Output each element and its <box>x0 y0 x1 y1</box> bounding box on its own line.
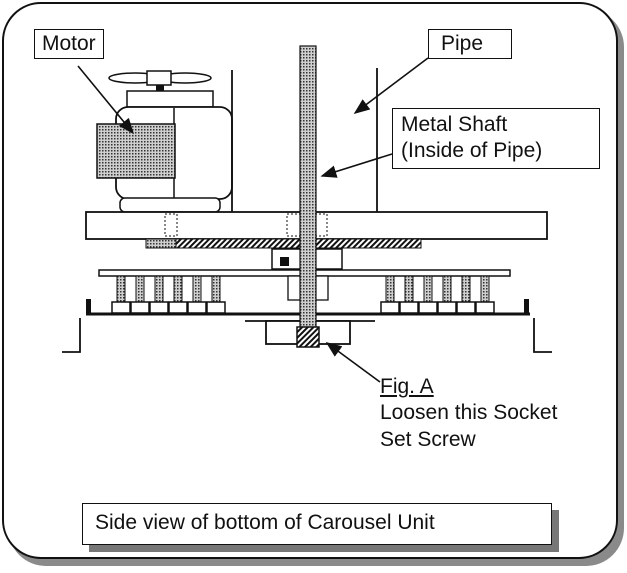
motor-shaft-hidden <box>164 213 178 237</box>
holder-cup <box>418 301 438 314</box>
set-screw-arrow <box>325 342 381 383</box>
pipe-arrow <box>353 57 429 114</box>
fig-a-title: Fig. A <box>380 375 434 398</box>
fan-hub <box>146 70 172 86</box>
holder-cup <box>111 301 131 314</box>
hub-key <box>280 257 289 266</box>
holder-post <box>385 275 395 303</box>
fig-a-line1: Loosen this Socket <box>380 401 558 425</box>
shaft-label-line2: (Inside of Pipe) <box>401 139 543 163</box>
metal-shaft <box>299 45 317 333</box>
holder-cup <box>130 301 150 314</box>
holder-cup <box>437 301 457 314</box>
motor-core <box>96 123 176 179</box>
motor-spindle <box>156 85 164 91</box>
holder-post <box>461 275 471 303</box>
caption-text: Side view of bottom of Carousel Unit <box>95 511 435 534</box>
holder-cup <box>399 301 419 314</box>
motor-label-text: Motor <box>42 32 96 55</box>
holder-post <box>116 275 126 303</box>
motor <box>96 70 233 213</box>
housing-wall-right <box>533 318 552 353</box>
shaft-arrow <box>320 153 393 178</box>
metal-shaft-label: Metal Shaft (Inside of Pipe) <box>392 108 600 169</box>
holder-post <box>192 275 202 303</box>
holder-post <box>154 275 164 303</box>
housing-wall-left <box>62 318 81 353</box>
holder-post <box>135 275 145 303</box>
motor-arrow <box>77 65 135 135</box>
diagram-caption: Side view of bottom of Carousel Unit <box>82 503 552 545</box>
pipe-label-text: Pipe <box>441 32 484 55</box>
pipe-label: Pipe <box>428 29 512 60</box>
motor-base <box>119 197 221 213</box>
right-tube-holders <box>380 275 495 314</box>
holder-cup <box>380 301 400 314</box>
pinion-gear <box>145 238 177 249</box>
base-stop-left <box>86 299 91 315</box>
shaft-label-line1: Metal Shaft <box>401 113 508 136</box>
fig-a-line2: Set Screw <box>380 427 476 451</box>
motor-label: Motor <box>34 29 104 60</box>
holder-cup <box>475 301 495 314</box>
holder-cup <box>149 301 169 314</box>
holder-cup <box>206 301 226 314</box>
left-tube-holders <box>111 275 226 314</box>
holder-cup <box>456 301 476 314</box>
drive-gear <box>145 238 422 249</box>
holder-post <box>404 275 414 303</box>
fig-a-label: Fig. A Loosen this Socket Set Screw <box>380 374 557 453</box>
holder-cup <box>168 301 188 314</box>
holder-post <box>480 275 490 303</box>
holder-cup <box>187 301 207 314</box>
holder-post <box>442 275 452 303</box>
holder-post <box>423 275 433 303</box>
socket-set-screw <box>296 326 320 348</box>
holder-post <box>173 275 183 303</box>
motor-top-cap <box>126 90 214 108</box>
holder-post <box>211 275 221 303</box>
base-stop-right <box>524 299 529 315</box>
